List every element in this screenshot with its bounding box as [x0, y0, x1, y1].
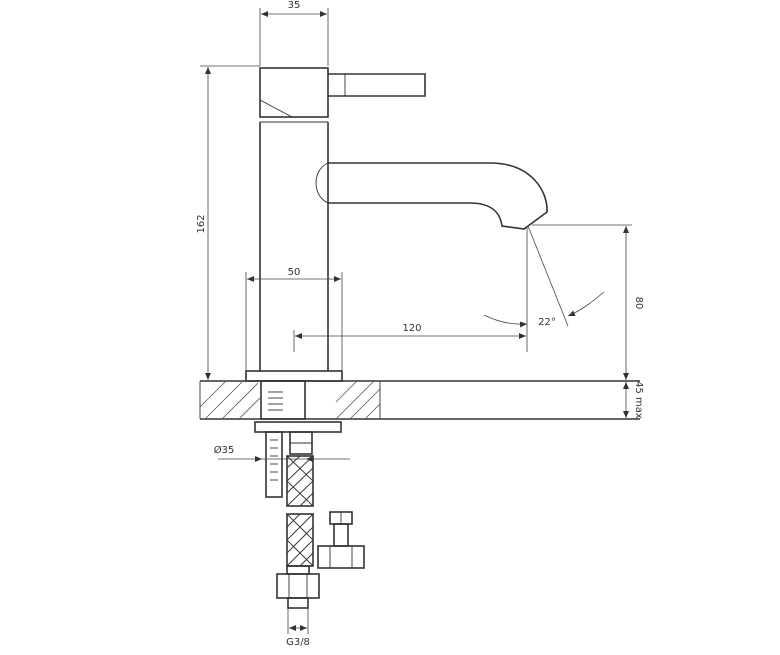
dimension-spout-height-label: 80: [633, 297, 644, 310]
mounting-shank: [260, 380, 306, 420]
base-ring: [245, 370, 343, 382]
handle-lever: [328, 73, 426, 97]
spout-joint: [315, 162, 329, 204]
fixing-stud: [265, 431, 283, 498]
spout: [328, 162, 548, 230]
isolation-valve: [317, 511, 365, 569]
countertop: [199, 380, 640, 420]
dimension-connector-thread-label: G3/8: [286, 637, 310, 648]
dimension-reach-label: 120: [402, 323, 421, 334]
handle-cap: [259, 67, 329, 118]
dimension-body-width-label: 35: [288, 0, 301, 11]
countertop-hatching-left: [199, 380, 261, 420]
dimension-connector-thread: G3/8: [286, 608, 310, 648]
dimension-spray-angle-label: 22°: [538, 317, 556, 328]
valve-body: [317, 545, 365, 569]
dimension-total-height-label: 162: [196, 214, 207, 233]
valve-stem: [333, 523, 349, 547]
fixing-washer: [254, 421, 342, 433]
dimension-reach: 120: [293, 226, 528, 352]
flexible-hose: [276, 455, 320, 609]
dimension-base-width-label: 50: [288, 267, 301, 278]
dimension-total-height: 162: [196, 65, 260, 380]
dimension-hole-diameter-label: Ø35: [214, 444, 235, 456]
hose-end-nut: [276, 573, 320, 599]
dimension-spout-height: 80: [532, 224, 644, 380]
dimension-base-width: 50: [245, 267, 343, 371]
dimension-hole-diameter: Ø35: [214, 444, 350, 462]
countertop-hatching-right: [335, 380, 381, 420]
dimension-countertop: 45 max: [623, 381, 644, 419]
faucet-body: [245, 67, 548, 382]
dimension-countertop-label: 45 max: [633, 381, 644, 419]
handle-cap-chamfer: [259, 99, 293, 118]
dimension-spray-angle: 22°: [483, 225, 605, 328]
mounting-fixings: [254, 380, 342, 498]
shank-thread: [268, 391, 283, 411]
dimension-body-width: 35: [259, 0, 329, 66]
